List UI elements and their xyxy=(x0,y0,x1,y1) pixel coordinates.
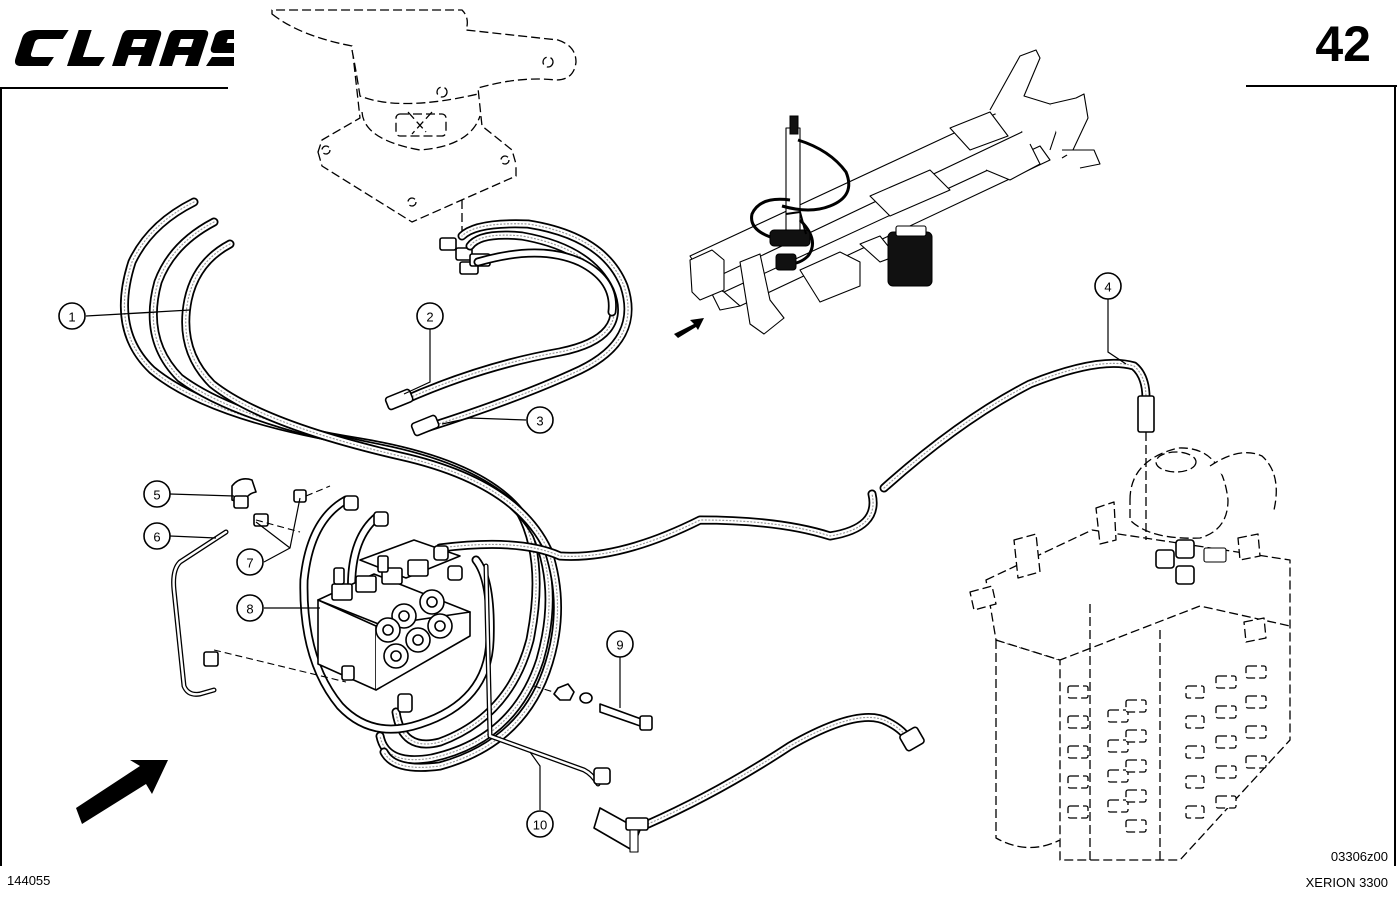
callout-label: 4 xyxy=(1104,280,1111,295)
callout-7: 7 xyxy=(236,548,264,576)
page-number: 42 xyxy=(1315,16,1371,72)
callout-circle xyxy=(236,548,264,576)
bolt-9 xyxy=(533,683,653,731)
callout-circle xyxy=(143,522,171,550)
callout-circle xyxy=(1094,272,1122,300)
callout-4: 4 xyxy=(1094,272,1122,300)
callout-label: 6 xyxy=(153,530,160,545)
drawing-code: 03306z00 xyxy=(1330,849,1388,864)
cab-support-ghost xyxy=(271,9,577,236)
callout-5: 5 xyxy=(143,480,171,508)
catalog-number: 144055 xyxy=(7,873,51,888)
hoses-2-3 xyxy=(384,219,633,437)
callout-circle xyxy=(58,302,86,330)
callout-label: 8 xyxy=(246,602,253,617)
valve-bank-ghost xyxy=(969,432,1291,861)
callout-label: 5 xyxy=(153,488,160,503)
hoses-1 xyxy=(119,197,562,772)
fittings-5-7 xyxy=(231,478,389,533)
callout-circle xyxy=(526,810,554,838)
callout-circle xyxy=(416,302,444,330)
model-name: XERION 3300 xyxy=(1305,875,1388,890)
inset-direction-arrow-icon xyxy=(674,318,704,338)
leader-lines xyxy=(85,299,1127,810)
callout-label: 1 xyxy=(68,310,75,325)
callout-circle xyxy=(606,630,634,658)
lower-hose xyxy=(593,712,925,853)
callout-label: 9 xyxy=(616,638,623,653)
callout-label: 2 xyxy=(426,310,433,325)
callout-9: 9 xyxy=(606,630,634,658)
callout-8: 8 xyxy=(236,594,264,622)
callout-3: 3 xyxy=(526,406,554,434)
callout-10: 10 xyxy=(526,810,554,838)
pipe-10 xyxy=(483,563,611,787)
cab-fittings xyxy=(439,237,491,275)
callout-6: 6 xyxy=(143,522,171,550)
control-valve-block xyxy=(317,539,471,713)
hose-4 xyxy=(435,358,1155,561)
callout-circle xyxy=(143,480,171,508)
pipe-6 xyxy=(171,529,347,697)
callout-circle xyxy=(236,594,264,622)
callout-1: 1 xyxy=(58,302,86,330)
callout-circle xyxy=(526,406,554,434)
callout-label: 3 xyxy=(536,414,543,429)
chassis-inset xyxy=(689,49,1101,335)
direction-arrow-icon xyxy=(76,760,168,824)
callout-label: 10 xyxy=(533,818,547,833)
callout-2: 2 xyxy=(416,302,444,330)
callout-label: 7 xyxy=(246,556,253,571)
